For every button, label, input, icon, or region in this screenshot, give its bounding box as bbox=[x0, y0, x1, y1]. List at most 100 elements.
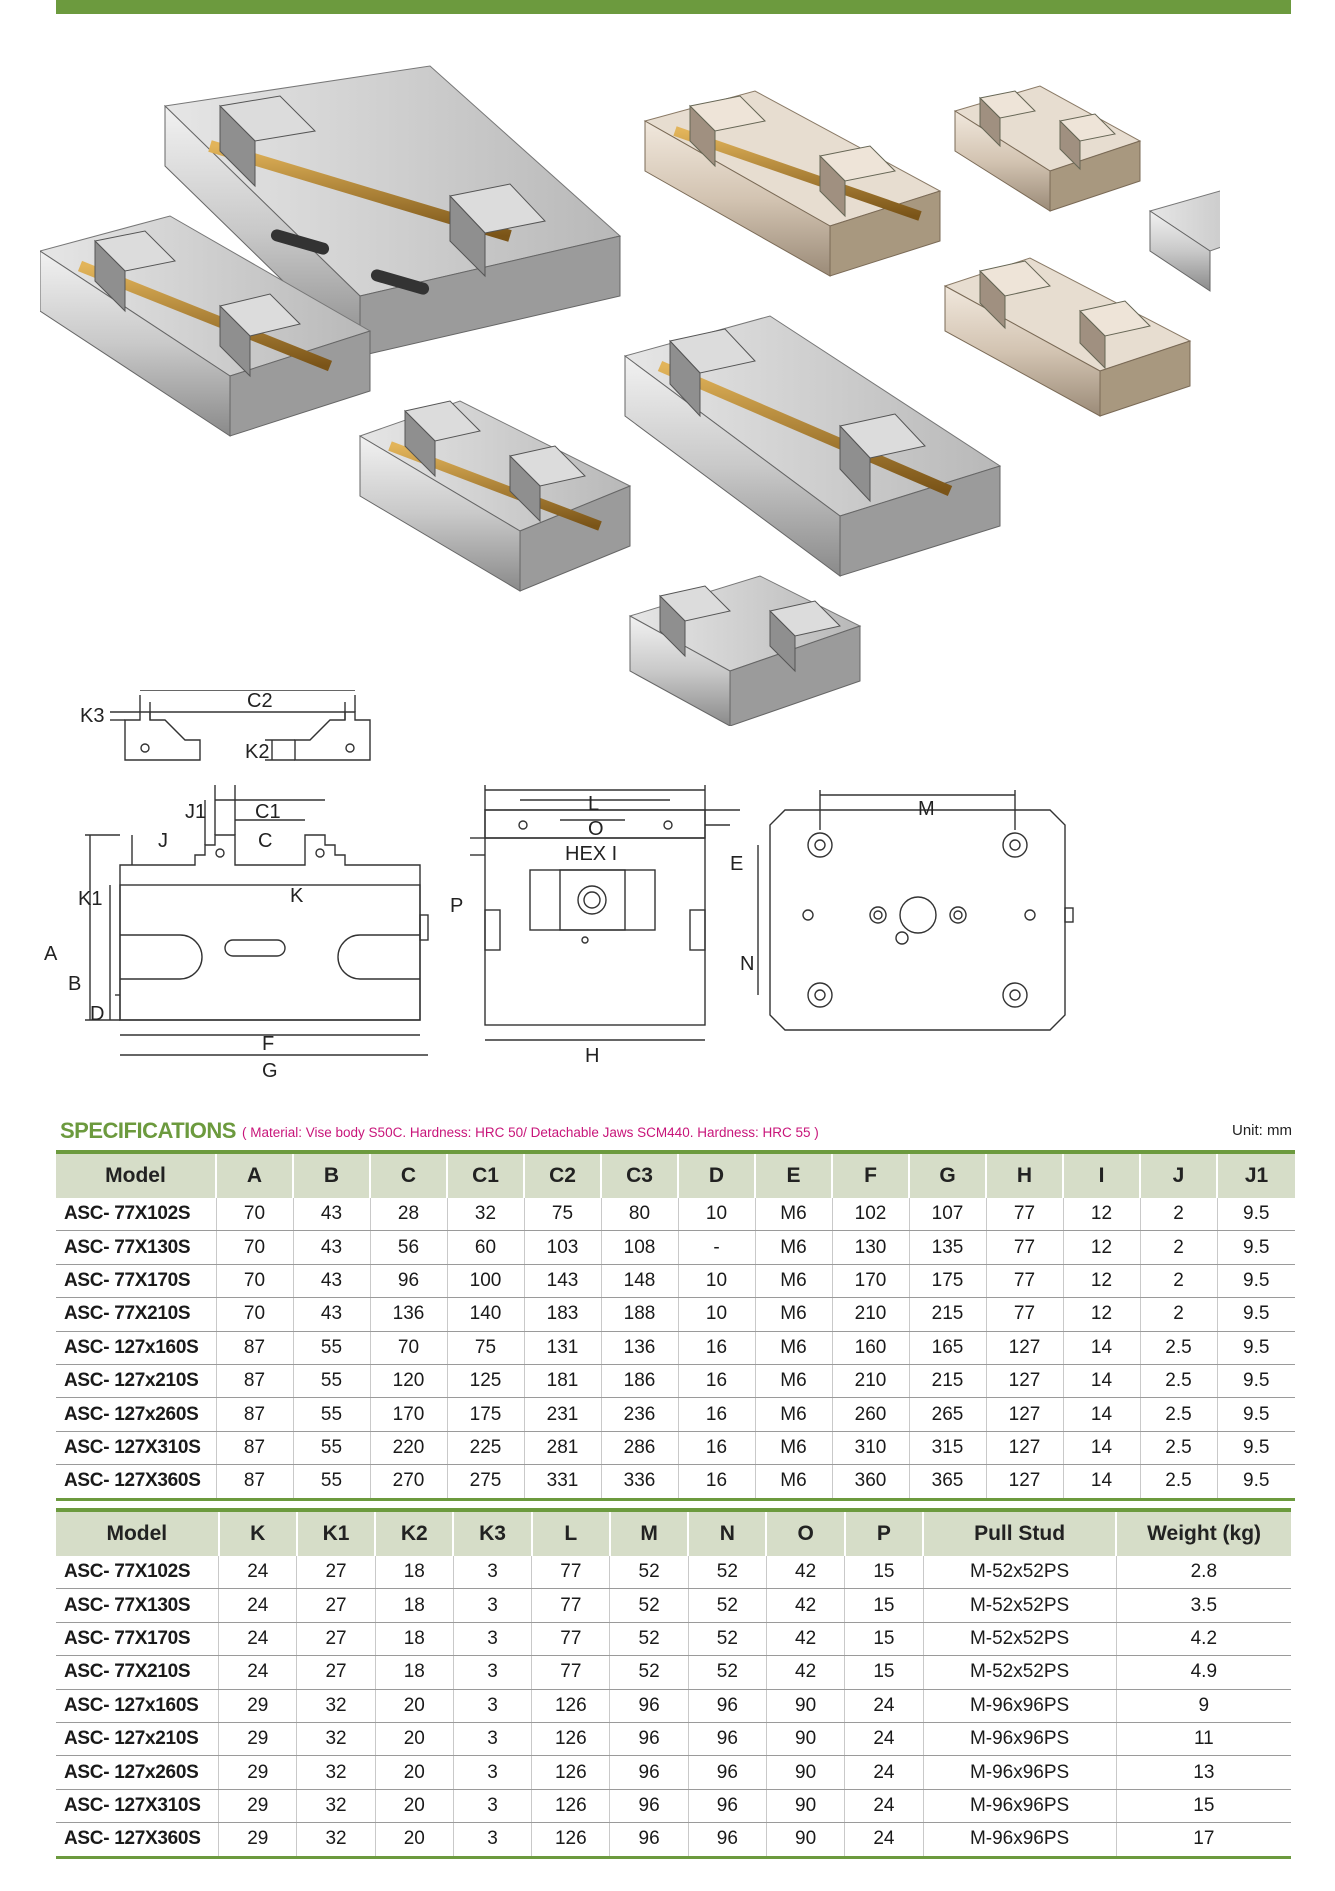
value-cell: 2.5 bbox=[1139, 1397, 1217, 1432]
value-cell: 336 bbox=[600, 1464, 678, 1501]
value-cell: 165 bbox=[908, 1331, 986, 1365]
value-cell: 175 bbox=[446, 1397, 524, 1432]
value-cell: 43 bbox=[292, 1264, 370, 1299]
column-header: C bbox=[369, 1150, 447, 1198]
value-cell: 125 bbox=[446, 1364, 524, 1399]
value-cell: 12 bbox=[1062, 1297, 1140, 1332]
model-cell: ASC- 127x210S bbox=[56, 1722, 219, 1757]
value-cell: 43 bbox=[292, 1297, 370, 1332]
value-cell: M-52x52PS bbox=[922, 1556, 1117, 1590]
value-cell: 148 bbox=[600, 1264, 678, 1299]
value-cell: 126 bbox=[531, 1722, 610, 1757]
value-cell: 52 bbox=[687, 1588, 767, 1623]
value-cell: 80 bbox=[600, 1198, 678, 1232]
top-view-drawing bbox=[757, 790, 1074, 1031]
value-cell: 2.5 bbox=[1139, 1431, 1217, 1466]
value-cell: 275 bbox=[446, 1464, 524, 1501]
value-cell: 14 bbox=[1062, 1464, 1140, 1501]
value-cell: 27 bbox=[296, 1588, 376, 1623]
value-cell: 77 bbox=[985, 1264, 1063, 1299]
column-header: J bbox=[1139, 1150, 1217, 1198]
value-cell: 170 bbox=[831, 1264, 909, 1299]
value-cell: 2.8 bbox=[1115, 1556, 1291, 1590]
value-cell: 12 bbox=[1062, 1230, 1140, 1265]
value-cell: 90 bbox=[765, 1755, 845, 1790]
jaw-dimension-drawing bbox=[110, 690, 371, 761]
label-j: J bbox=[158, 830, 168, 852]
value-cell: 75 bbox=[446, 1331, 524, 1365]
value-cell: 42 bbox=[765, 1556, 845, 1590]
model-cell: ASC- 77X170S bbox=[56, 1622, 219, 1657]
value-cell: 9.5 bbox=[1216, 1331, 1295, 1365]
column-header: D bbox=[677, 1150, 755, 1198]
label-c1: C1 bbox=[255, 801, 281, 823]
value-cell: M6 bbox=[754, 1198, 832, 1232]
value-cell: 55 bbox=[292, 1397, 370, 1432]
product-photos bbox=[40, 65, 1220, 726]
value-cell: 77 bbox=[985, 1230, 1063, 1265]
value-cell: 24 bbox=[844, 1722, 924, 1757]
value-cell: 2 bbox=[1139, 1230, 1217, 1265]
value-cell: 87 bbox=[215, 1364, 293, 1399]
value-cell: 96 bbox=[687, 1755, 767, 1790]
value-cell: 3 bbox=[452, 1622, 532, 1657]
value-cell: 3 bbox=[452, 1822, 532, 1859]
column-header: N bbox=[687, 1508, 767, 1556]
value-cell: 70 bbox=[215, 1297, 293, 1332]
value-cell: 24 bbox=[844, 1822, 924, 1859]
value-cell: 127 bbox=[985, 1464, 1063, 1501]
vise-photo-bottom bbox=[628, 575, 862, 726]
value-cell: 281 bbox=[523, 1431, 601, 1466]
value-cell: 24 bbox=[218, 1556, 297, 1590]
value-cell: 183 bbox=[523, 1297, 601, 1332]
value-cell: M6 bbox=[754, 1264, 832, 1299]
value-cell: 9.5 bbox=[1216, 1397, 1295, 1432]
value-cell: 15 bbox=[1115, 1789, 1291, 1824]
value-cell: 10 bbox=[677, 1198, 755, 1232]
column-header: E bbox=[754, 1150, 832, 1198]
column-header: O bbox=[765, 1508, 845, 1556]
label-k2: K2 bbox=[245, 741, 269, 763]
side-view-drawing bbox=[470, 785, 740, 1041]
value-cell: 126 bbox=[531, 1789, 610, 1824]
value-cell: 3 bbox=[452, 1655, 532, 1690]
value-cell: 52 bbox=[609, 1622, 689, 1657]
value-cell: 100 bbox=[446, 1264, 524, 1299]
value-cell: 77 bbox=[531, 1556, 610, 1590]
value-cell: 24 bbox=[844, 1755, 924, 1790]
header-accent-bar bbox=[56, 0, 1291, 14]
column-header: K3 bbox=[452, 1508, 532, 1556]
value-cell: 52 bbox=[687, 1556, 767, 1590]
unit-label: Unit: mm bbox=[1232, 1122, 1292, 1139]
value-cell: 18 bbox=[374, 1588, 454, 1623]
value-cell: 12 bbox=[1062, 1264, 1140, 1299]
value-cell: 55 bbox=[292, 1464, 370, 1501]
model-cell: ASC- 77X130S bbox=[56, 1230, 216, 1265]
value-cell: 32 bbox=[296, 1755, 376, 1790]
value-cell: 215 bbox=[908, 1297, 986, 1332]
value-cell: 2 bbox=[1139, 1264, 1217, 1299]
value-cell: 15 bbox=[844, 1655, 924, 1690]
value-cell: 9.5 bbox=[1216, 1297, 1295, 1332]
value-cell: 27 bbox=[296, 1655, 376, 1690]
value-cell: 2.5 bbox=[1139, 1364, 1217, 1399]
label-g: G bbox=[262, 1060, 278, 1082]
value-cell: M-52x52PS bbox=[922, 1622, 1117, 1657]
value-cell: 27 bbox=[296, 1622, 376, 1657]
model-cell: ASC- 127X310S bbox=[56, 1431, 216, 1466]
value-cell: 130 bbox=[831, 1230, 909, 1265]
value-cell: 96 bbox=[609, 1722, 689, 1757]
model-cell: ASC- 77X102S bbox=[56, 1198, 216, 1232]
value-cell: 32 bbox=[296, 1789, 376, 1824]
value-cell: M6 bbox=[754, 1364, 832, 1399]
specifications-title: SPECIFICATIONS bbox=[60, 1118, 236, 1143]
value-cell: 90 bbox=[765, 1722, 845, 1757]
value-cell: 3.5 bbox=[1115, 1588, 1291, 1623]
value-cell: 13 bbox=[1115, 1755, 1291, 1790]
value-cell: 225 bbox=[446, 1431, 524, 1466]
value-cell: 9 bbox=[1115, 1689, 1291, 1723]
technical-drawings: C3 C2 K3 K2 J1 C1 J C K1 K A B D F G L O… bbox=[44, 690, 1074, 1082]
